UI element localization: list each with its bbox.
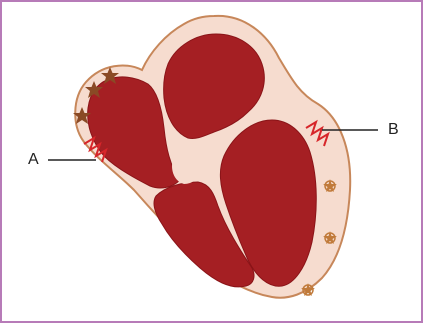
label-a: A [28, 152, 39, 168]
label-b: B [388, 122, 399, 138]
